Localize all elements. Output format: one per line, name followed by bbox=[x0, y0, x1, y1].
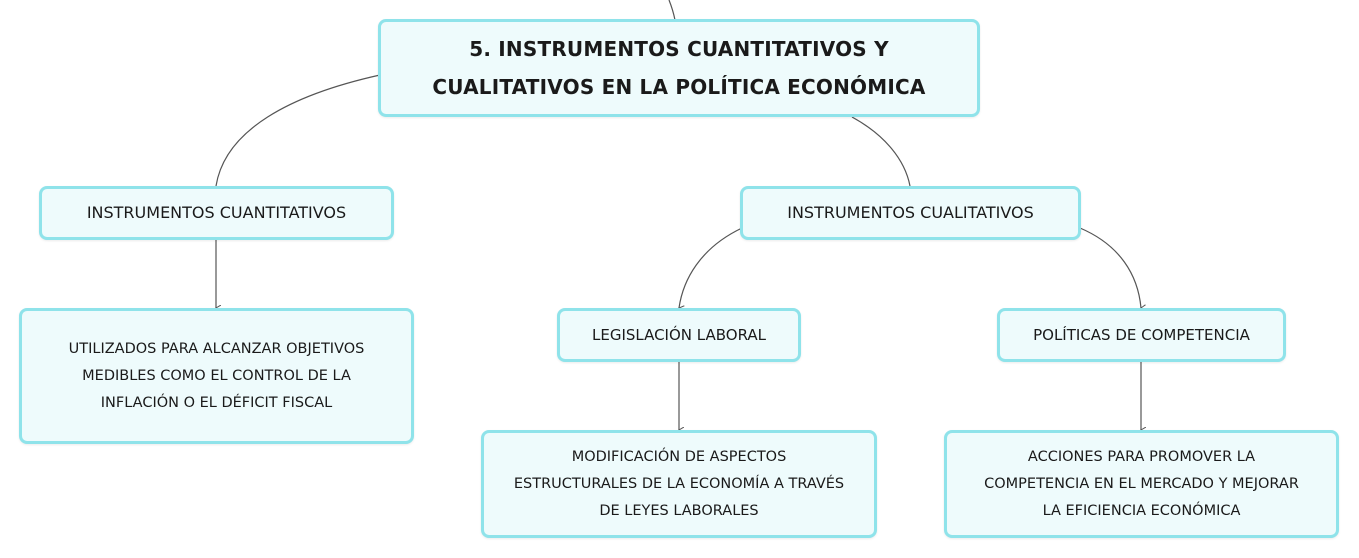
quantitative-detail-node[interactable]: UTILIZADOS PARA ALCANZAR OBJETIVOS MEDIB… bbox=[19, 308, 414, 444]
root-topic-line-2: CUALITATIVOS EN LA POLÍTICA ECONÓMICA bbox=[432, 75, 926, 99]
labor-detail-line-2: ESTRUCTURALES DE LA ECONOMÍA A TRAVÉS bbox=[513, 475, 845, 492]
qualitative-instruments-node[interactable]: INSTRUMENTOS CUALITATIVOS bbox=[740, 186, 1081, 240]
quantitative-detail-line-1: UTILIZADOS PARA ALCANZAR OBJETIVOS bbox=[68, 340, 365, 357]
labor-detail-line-1: MODIFICACIÓN DE ASPECTOS bbox=[571, 448, 787, 465]
root-topic-line-1: 5. INSTRUMENTOS CUANTITATIVOS Y bbox=[469, 37, 889, 61]
quantitative-detail-line-2: MEDIBLES COMO EL CONTROL DE LA bbox=[82, 367, 351, 384]
connector-parent-to-root bbox=[668, 0, 676, 21]
competition-policies-detail-text: ACCIONES PARA PROMOVER LA COMPETENCIA EN… bbox=[978, 444, 1305, 525]
competition-policies-node[interactable]: POLÍTICAS DE COMPETENCIA bbox=[997, 308, 1286, 362]
competition-detail-line-2: COMPETENCIA EN EL MERCADO Y MEJORAR bbox=[984, 475, 1299, 492]
connector-qualitative-to-competition bbox=[1079, 227, 1141, 308]
quantitative-instruments-label: INSTRUMENTOS CUANTITATIVOS bbox=[86, 203, 347, 222]
competition-policies-label: POLÍTICAS DE COMPETENCIA bbox=[1033, 326, 1250, 344]
competition-detail-line-3: LA EFICIENCIA ECONÓMICA bbox=[1042, 502, 1241, 519]
labor-legislation-detail-text: MODIFICACIÓN DE ASPECTOS ESTRUCTURALES D… bbox=[508, 444, 850, 525]
labor-legislation-detail-node[interactable]: MODIFICACIÓN DE ASPECTOS ESTRUCTURALES D… bbox=[481, 430, 877, 538]
labor-detail-line-3: DE LEYES LABORALES bbox=[599, 502, 759, 519]
root-topic-text: 5. INSTRUMENTOS CUANTITATIVOS Y CUALITAT… bbox=[432, 30, 925, 106]
labor-legislation-node[interactable]: LEGISLACIÓN LABORAL bbox=[557, 308, 801, 362]
connector-root-to-quantitative bbox=[215, 74, 381, 187]
quantitative-detail-line-3: INFLACIÓN O EL DÉFICIT FISCAL bbox=[100, 394, 333, 411]
quantitative-detail-text: UTILIZADOS PARA ALCANZAR OBJETIVOS MEDIB… bbox=[63, 336, 371, 417]
labor-legislation-label: LEGISLACIÓN LABORAL bbox=[591, 326, 767, 344]
competition-detail-line-1: ACCIONES PARA PROMOVER LA bbox=[1027, 448, 1256, 465]
connector-root-to-qualitative bbox=[851, 116, 911, 187]
qualitative-instruments-label: INSTRUMENTOS CUALITATIVOS bbox=[787, 203, 1034, 222]
quantitative-instruments-node[interactable]: INSTRUMENTOS CUANTITATIVOS bbox=[39, 186, 394, 240]
competition-policies-detail-node[interactable]: ACCIONES PARA PROMOVER LA COMPETENCIA EN… bbox=[944, 430, 1339, 538]
root-topic-node[interactable]: 5. INSTRUMENTOS CUANTITATIVOS Y CUALITAT… bbox=[378, 19, 980, 117]
connector-qualitative-to-labor bbox=[679, 227, 743, 308]
